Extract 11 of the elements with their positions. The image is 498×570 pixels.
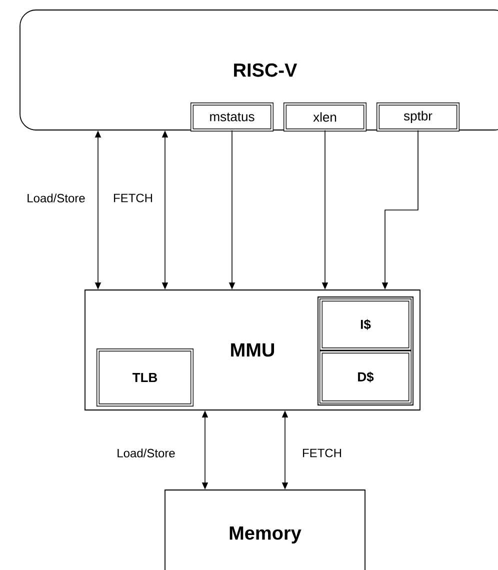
register-box: mstatus — [190, 102, 274, 132]
register-box: sptbr — [376, 102, 460, 132]
edge-label: Load/Store — [116, 448, 176, 458]
edge-label: Load/Store — [26, 192, 86, 204]
register-box: D$ — [320, 350, 412, 404]
register-box: xlen — [284, 102, 366, 132]
edge-label: FETCH — [112, 192, 154, 204]
register-box: I$ — [320, 298, 412, 350]
register-box: TLB — [96, 348, 194, 406]
block-box: Memory — [164, 490, 366, 570]
edge-label: FETCH — [301, 448, 343, 458]
